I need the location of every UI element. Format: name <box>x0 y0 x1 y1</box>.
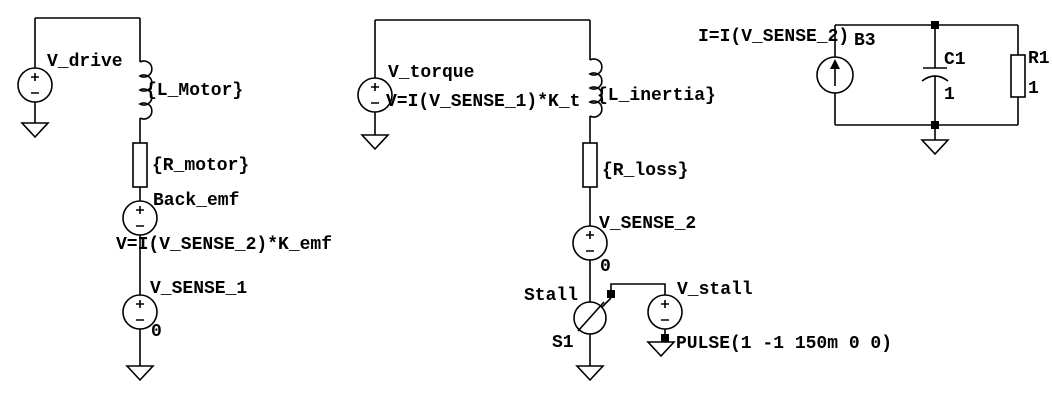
c1-label[interactable]: C1 <box>944 50 966 70</box>
v-stall-value[interactable]: PULSE(1 -1 150m 0 0) <box>676 334 892 354</box>
switch-lever <box>577 301 605 332</box>
c1-value[interactable]: 1 <box>944 85 955 105</box>
source-circle <box>816 56 854 94</box>
resistor-body <box>1010 54 1026 98</box>
inductor-coil <box>588 58 603 118</box>
b3-value[interactable]: I=I(V_SENSE_2) <box>698 27 849 47</box>
ground-symbol[interactable] <box>575 365 605 382</box>
capacitor-c1[interactable] <box>921 67 949 82</box>
inductor-coil <box>138 60 153 120</box>
output-stage: I=I(V_SENSE_2) B3 C1 1 R1 1 <box>698 21 1050 156</box>
wire <box>34 17 141 366</box>
switch-control-pin <box>607 290 615 298</box>
wire <box>374 19 666 366</box>
resistor-r-loss[interactable] <box>582 142 598 188</box>
junction-dot <box>931 21 939 29</box>
v-drive-label[interactable]: V_drive <box>47 52 123 72</box>
polarity-marks <box>371 83 379 104</box>
b3-current-source[interactable] <box>816 56 854 94</box>
back-emf-value[interactable]: V=I(V_SENSE_2)*K_emf <box>116 235 332 255</box>
polarity-marks <box>586 231 594 252</box>
switch-control-stub <box>601 297 612 308</box>
capacitor-bottom-plate <box>921 75 949 82</box>
source-circle <box>122 200 158 236</box>
switch-designator[interactable]: S1 <box>552 333 574 353</box>
back-emf-source[interactable] <box>122 200 158 236</box>
polarity-marks <box>31 73 39 94</box>
v-sense-1-value[interactable]: 0 <box>151 322 162 342</box>
v-torque-value[interactable]: V=I(V_SENSE_1)*K_t <box>386 92 580 112</box>
b3-label[interactable]: B3 <box>854 31 876 51</box>
ground-symbol[interactable] <box>360 134 390 151</box>
junction-dot <box>661 334 669 342</box>
v-drive-source[interactable] <box>17 67 53 103</box>
junction-dot <box>931 121 939 129</box>
polarity-marks <box>661 300 669 321</box>
polarity-marks <box>136 300 144 321</box>
source-circle <box>572 225 608 261</box>
resistor-body <box>582 142 598 188</box>
r-loss-value[interactable]: {R_loss} <box>602 161 688 181</box>
source-circle <box>647 294 683 330</box>
resistor-body <box>132 142 148 188</box>
v-torque-label[interactable]: V_torque <box>388 63 474 83</box>
v-torque-source[interactable] <box>357 77 393 113</box>
v-sense-2-label[interactable]: V_SENSE_2 <box>599 214 696 234</box>
switch-label[interactable]: Stall <box>524 286 578 306</box>
ground-symbol[interactable] <box>20 122 50 139</box>
l-inertia-value[interactable]: {L_inertia} <box>597 86 716 106</box>
r-motor-value[interactable]: {R_motor} <box>152 156 249 176</box>
inductor-l-inertia[interactable] <box>588 58 603 118</box>
polarity-marks <box>136 206 144 227</box>
mechanical-stage: V_torque V=I(V_SENSE_1)*K_t {L_inertia} … <box>357 19 892 382</box>
ground-triangle <box>20 122 50 139</box>
wire <box>834 24 1019 140</box>
v-stall-label[interactable]: V_stall <box>677 280 753 300</box>
ground-symbol[interactable] <box>920 139 950 156</box>
resistor-r-motor[interactable] <box>132 142 148 188</box>
source-circle <box>357 77 393 113</box>
resistor-r1[interactable] <box>1010 54 1026 98</box>
source-circle <box>17 67 53 103</box>
r1-value[interactable]: 1 <box>1028 79 1039 99</box>
v-sense-2-value[interactable]: 0 <box>600 257 611 277</box>
switch-circle <box>573 301 607 335</box>
ground-triangle <box>646 341 676 358</box>
ground-triangle <box>125 365 155 382</box>
ground-triangle <box>920 139 950 156</box>
inductor-l-motor[interactable] <box>138 60 153 120</box>
v-stall-source[interactable] <box>647 294 683 330</box>
ground-triangle <box>360 134 390 151</box>
switch-s1[interactable] <box>573 290 615 335</box>
arrow-head-icon <box>830 59 840 69</box>
v-sense-1-source[interactable] <box>122 294 158 330</box>
ground-symbol[interactable] <box>125 365 155 382</box>
source-circle <box>122 294 158 330</box>
electrical-stage: V_drive {L_Motor} {R_motor} Back_emf V=I… <box>17 17 332 382</box>
l-motor-value[interactable]: {L_Motor} <box>146 81 243 101</box>
r1-label[interactable]: R1 <box>1028 49 1050 69</box>
v-sense-1-label[interactable]: V_SENSE_1 <box>150 279 247 299</box>
back-emf-label[interactable]: Back_emf <box>153 191 239 211</box>
ground-symbol[interactable] <box>646 341 676 358</box>
ground-triangle <box>575 365 605 382</box>
v-sense-2-source[interactable] <box>572 225 608 261</box>
